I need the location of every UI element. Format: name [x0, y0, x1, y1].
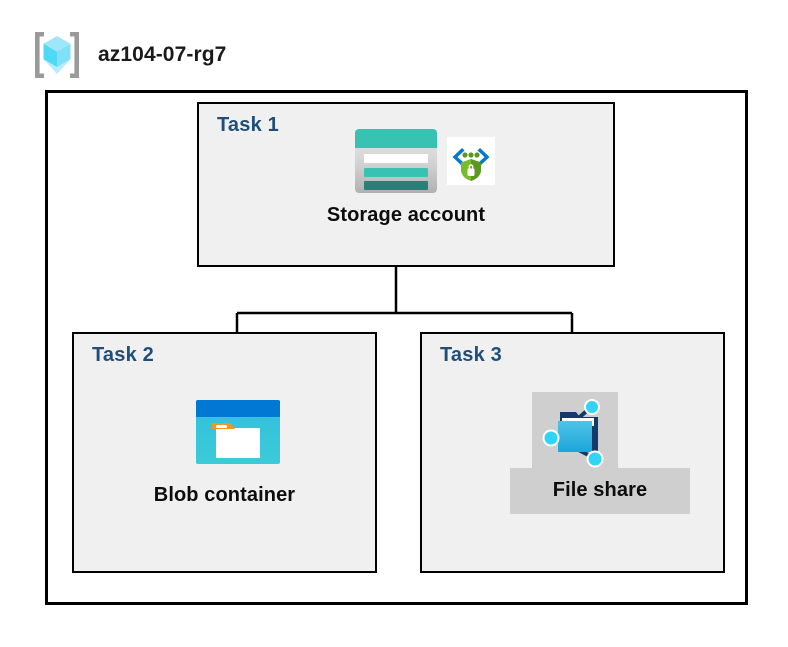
- task-label-1: Task 1: [217, 114, 279, 136]
- storage-account-icon: [355, 129, 437, 193]
- resource-group-cube-icon: [35, 32, 79, 78]
- file-share-label-highlight: [510, 468, 690, 514]
- node-caption-file-share: File share: [552, 479, 648, 501]
- task-box-1[interactable]: Task 1 Storage accoun: [197, 102, 615, 267]
- node-caption-blob-container: Blob container: [153, 484, 296, 506]
- resource-group-title: az104-07-rg7: [98, 43, 227, 66]
- file-share-icon: [542, 399, 604, 468]
- task-box-3[interactable]: Task 3 File share: [420, 332, 725, 573]
- task-label-2: Task 2: [92, 344, 154, 366]
- task-box-2[interactable]: Task 2 Blob container: [72, 332, 377, 573]
- resource-group-header: az104-07-rg7: [30, 28, 226, 82]
- node-caption-storage-account: Storage account: [326, 204, 486, 226]
- blob-container-icon: [196, 400, 280, 464]
- secure-endpoint-icon: [447, 137, 495, 185]
- task-label-3: Task 3: [440, 344, 502, 366]
